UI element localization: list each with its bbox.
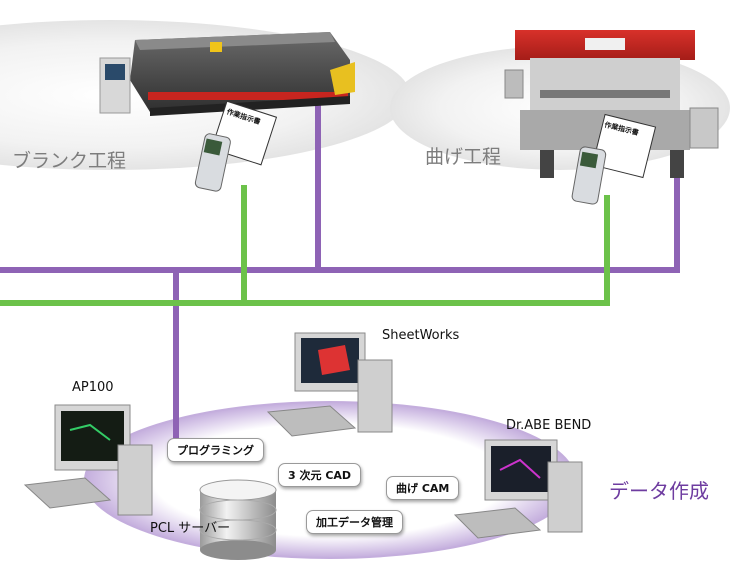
pcl-server-database	[199, 479, 277, 560]
function-pill-programming: プログラミング	[167, 438, 264, 462]
pcl-server-label: PCL サーバー	[150, 521, 231, 536]
sheetworks-computer	[266, 332, 393, 437]
green-network	[0, 185, 610, 306]
sheetworks-label: SheetWorks	[382, 328, 460, 343]
handheld-terminal-right	[571, 113, 657, 205]
handheld-terminal-left	[194, 100, 278, 192]
blank-process-label: ブランク工程	[12, 150, 127, 172]
function-pill-3d-cad: 3 次元 CAD	[278, 463, 362, 487]
function-pill-bend-cam: 曲げ CAM	[386, 476, 460, 500]
ap100-computer	[23, 404, 153, 516]
function-pill-data-management: 加工データ管理	[306, 510, 403, 534]
laser-machine-image	[99, 32, 355, 116]
drabe-label: Dr.ABE BEND	[506, 418, 592, 433]
bend-process-label: 曲げ工程	[425, 146, 502, 168]
ap100-label: AP100	[72, 380, 114, 395]
purple-network	[0, 95, 680, 445]
data-creation-label: データ作成	[609, 479, 709, 503]
drabe-computer	[453, 439, 583, 539]
